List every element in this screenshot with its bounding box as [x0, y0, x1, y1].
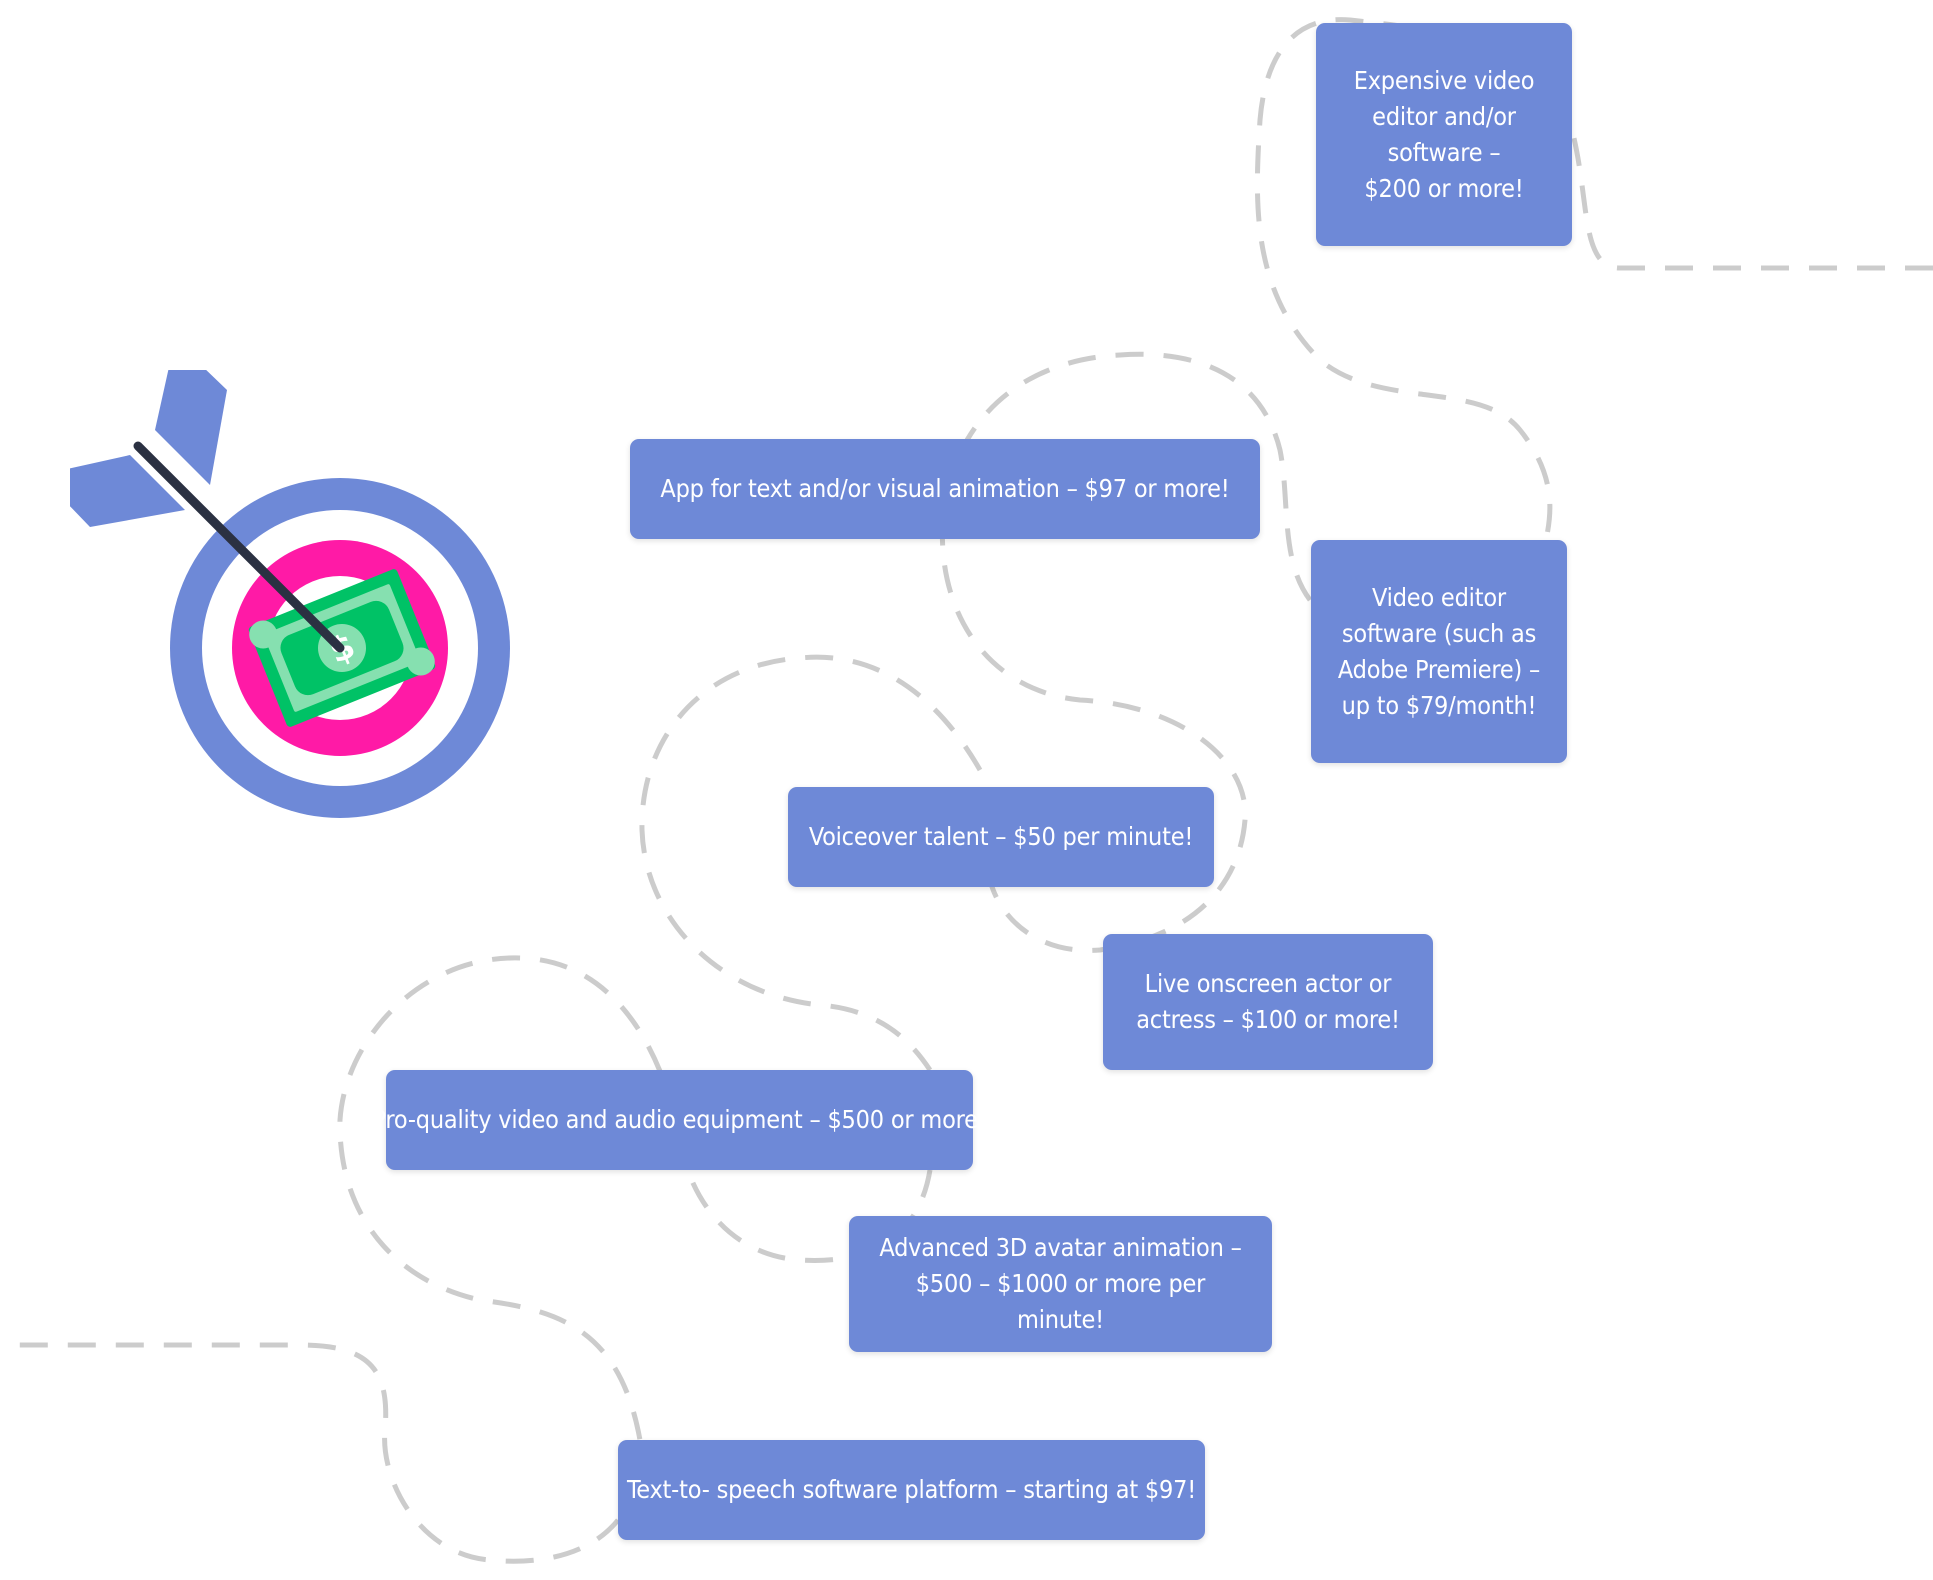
cost-box-live-actor: Live onscreen actor or actress – $100 or… [1103, 934, 1433, 1070]
dashed-path-line [0, 17, 1933, 1564]
cost-box-video-editor-software: Video editor software (such as Adobe Pre… [1311, 540, 1567, 763]
bullseye-target-icon: $ [70, 370, 510, 818]
cost-box-expensive-video-editor: Expensive video editor and/or software –… [1316, 23, 1572, 246]
arrow-icon [70, 370, 345, 653]
cost-box-voiceover-talent: Voiceover talent – $50 per minute! [788, 787, 1214, 887]
cost-box-animation-app: App for text and/or visual animation – $… [630, 439, 1260, 539]
cost-box-equipment: Pro-quality video and audio equipment – … [372, 1070, 987, 1170]
cost-box-text-to-speech: Text-to- speech software platform – star… [618, 1440, 1205, 1540]
cost-box-3d-avatar: Advanced 3D avatar animation – $500 – $1… [849, 1216, 1272, 1352]
